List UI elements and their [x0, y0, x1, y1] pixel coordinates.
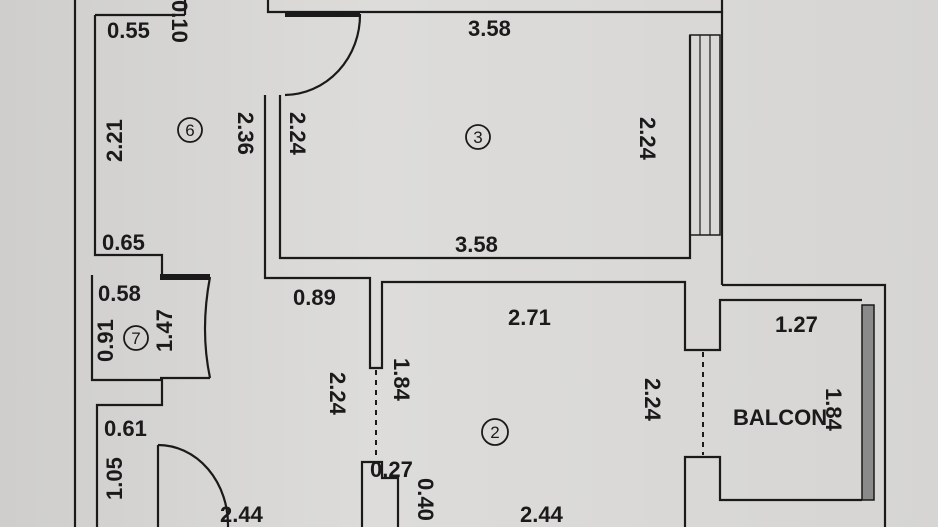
- dim-label: 0.65: [102, 230, 145, 255]
- dim-label: 2.24: [635, 117, 660, 161]
- dim-label: 0.55: [107, 18, 150, 43]
- dimension-labels: 0.10 0.55 2.21 2.36 0.65 3.58 2.24 2.24 …: [93, 0, 846, 527]
- dim-label: 1.27: [775, 312, 818, 337]
- room-number-2: 2: [490, 423, 499, 442]
- room6-walls: [93, 15, 164, 275]
- dim-label: 1.05: [102, 457, 127, 500]
- room2-notch-wall: [360, 460, 400, 527]
- room7-door-arc: [203, 276, 212, 379]
- room-number-circle: [123, 325, 149, 351]
- room-number-3: 3: [473, 128, 482, 147]
- dim-label: 0.91: [93, 319, 118, 362]
- dim-label: 2.24: [640, 378, 665, 422]
- dim-label: 0.61: [104, 416, 147, 441]
- dim-label: 2.71: [508, 305, 551, 330]
- room3-top-wall: [266, 0, 724, 14]
- dim-label: 0.10: [167, 0, 192, 43]
- room7-walls: [90, 275, 164, 527]
- walls: [73, 0, 887, 527]
- balcony-window: [861, 304, 875, 501]
- room-number-7: 7: [131, 329, 140, 348]
- room-number-circle: [177, 117, 203, 143]
- dim-label: 0.89: [293, 285, 336, 310]
- dim-label: 0.27: [370, 457, 413, 482]
- room-number-circle: [465, 124, 491, 150]
- dim-label: 2.24: [285, 112, 310, 156]
- room-labels: 3 6 7 2 BALCON: [123, 117, 827, 446]
- dim-label: 2.44: [220, 502, 264, 527]
- dim-label: 3.58: [455, 232, 498, 257]
- room-number-6: 6: [185, 121, 194, 140]
- dim-label: 2.36: [233, 112, 258, 155]
- dim-label: 0.40: [413, 478, 438, 521]
- room2-right-wall: [683, 455, 862, 527]
- room-number-circle: [481, 418, 509, 446]
- dim-label: 3.58: [468, 16, 511, 41]
- door-arc-room3: [284, 13, 362, 97]
- room2-top-wall: [263, 95, 862, 370]
- hall-door-arc: [157, 443, 230, 527]
- dim-label: 0.58: [98, 281, 141, 306]
- dim-label: 1.84: [389, 358, 414, 402]
- room3-window: [689, 34, 721, 236]
- balcony-label: BALCON: [733, 405, 827, 430]
- dim-label: 2.44: [520, 502, 564, 527]
- dim-label: 1.84: [821, 388, 846, 432]
- balcony-outer-wall: [722, 283, 887, 527]
- dim-label: 1.47: [152, 309, 177, 352]
- dim-label: 2.21: [102, 119, 127, 162]
- dim-label: 2.24: [325, 372, 350, 416]
